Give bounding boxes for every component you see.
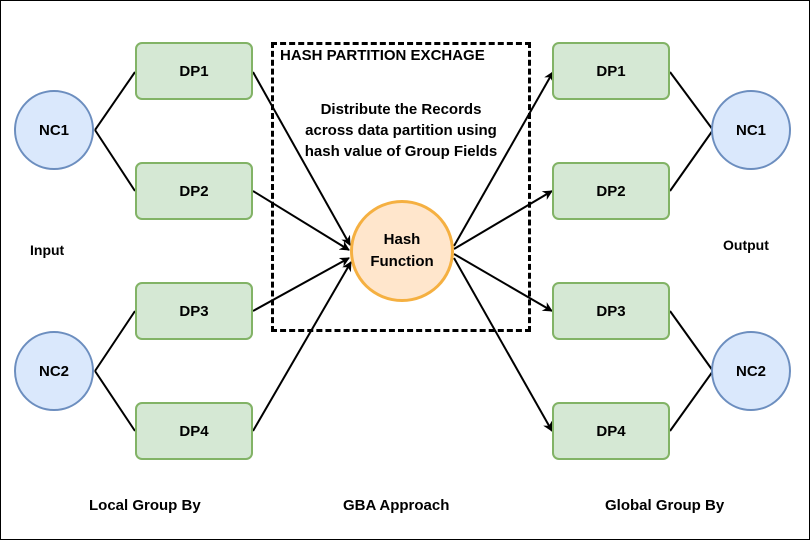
- hash-function-line-2: Function: [370, 253, 434, 270]
- left-node-nc2: NC2: [14, 331, 94, 411]
- exchange-description-line-3: hash value of Group Fields: [304, 143, 498, 160]
- edge-hash-dp3: [453, 253, 553, 312]
- right-partition-dp4: DP4: [552, 402, 670, 460]
- gba-approach-label: GBA Approach: [343, 497, 450, 514]
- edge-dp1-hash: [252, 71, 351, 246]
- exchange-description-line-1: Distribute the Records: [320, 101, 482, 118]
- exchange-description-line-2: across data partition using: [305, 122, 497, 139]
- edge-dp4-nc2: [669, 370, 714, 432]
- left-partition-dp4: DP4: [135, 402, 253, 460]
- right-node-nc2: NC2: [711, 331, 791, 411]
- local-group-by-label: Local Group By: [89, 497, 201, 514]
- exchange-title: HASH PARTITION EXCHAGE: [280, 47, 485, 64]
- left-node-nc1: NC1: [14, 90, 94, 170]
- edge-dp3-hash: [252, 257, 350, 312]
- right-node-nc1: NC1: [711, 90, 791, 170]
- hash-function-node: Hash Function: [350, 200, 454, 302]
- right-partition-dp2: DP2: [552, 162, 670, 220]
- edge-dp2-nc1: [669, 129, 714, 192]
- edge-dp2-hash: [252, 190, 350, 251]
- edge-hash-dp1: [453, 71, 554, 247]
- edge-dp4-hash: [252, 261, 352, 432]
- output-label: Output: [723, 237, 769, 253]
- exchange-description: Distribute the Records across data parti…: [278, 99, 524, 162]
- edge-dp3-nc2: [669, 310, 714, 372]
- left-partition-dp2: DP2: [135, 162, 253, 220]
- global-group-by-label: Global Group By: [605, 497, 725, 514]
- edge-nc2-dp4: [94, 370, 136, 432]
- edge-nc2-dp3: [94, 310, 136, 372]
- edge-nc1-dp2: [94, 129, 136, 192]
- edge-hash-dp4: [453, 257, 553, 432]
- hash-partition-exchange-box: [271, 42, 531, 332]
- edge-nc1-dp1: [94, 71, 136, 131]
- input-label: Input: [30, 242, 65, 258]
- edge-dp1-nc1: [669, 71, 714, 131]
- right-partition-dp3: DP3: [552, 282, 670, 340]
- edge-hash-dp2: [453, 190, 553, 250]
- left-partition-dp1: DP1: [135, 42, 253, 100]
- right-partition-dp1: DP1: [552, 42, 670, 100]
- hash-function-line-1: Hash: [383, 231, 421, 248]
- left-partition-dp3: DP3: [135, 282, 253, 340]
